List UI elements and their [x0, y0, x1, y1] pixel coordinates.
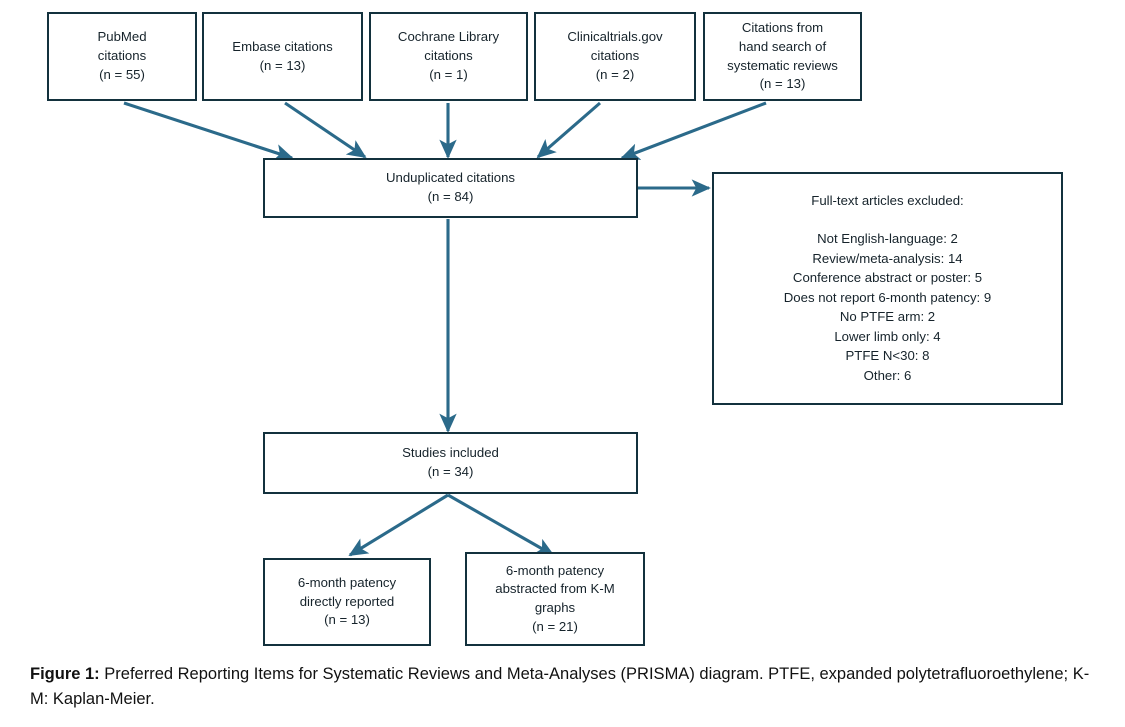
arrow-pubmed-to-unduplicated	[123, 101, 294, 161]
prisma-flow-diagram: PubMed citations (n = 55) Embase citatio…	[47, 12, 1063, 646]
excluded-reason: Lower limb only: 4	[834, 328, 941, 344]
excluded-reason: No PTFE arm: 2	[839, 309, 936, 325]
box-unduplicated-citations: Unduplicated citations (n = 84)	[263, 158, 638, 218]
box-source-embase: Embase citations (n = 13)	[202, 12, 363, 101]
excluded-reason-list: Not English-language: 2 Review/meta-anal…	[784, 229, 991, 385]
arrow-included-to-km-abstracted	[447, 493, 555, 557]
figure-caption: Figure 1: Preferred Reporting Items for …	[30, 662, 1096, 712]
arrow-embase-to-unduplicated	[284, 101, 367, 159]
excluded-reason: PTFE N<30: 8	[845, 348, 930, 364]
box-studies-included: Studies included (n = 34)	[263, 432, 638, 494]
box-source-pubmed: PubMed citations (n = 55)	[47, 12, 197, 101]
box-source-clinicaltrials-text: Clinicaltrials.gov citations (n = 2)	[567, 29, 663, 82]
excluded-reason: Does not report 6-month patency: 9	[783, 289, 992, 305]
box-source-cochrane: Cochrane Library citations (n = 1)	[369, 12, 528, 101]
box-source-clinicaltrials: Clinicaltrials.gov citations (n = 2)	[534, 12, 696, 101]
box-full-text-excluded: Full-text articles excluded: Not English…	[712, 172, 1063, 405]
excluded-title: Full-text articles excluded:	[811, 192, 964, 208]
arrow-clinicaltrials-to-unduplicated	[536, 101, 602, 159]
box-outcome-directly-reported: 6-month patency directly reported (n = 1…	[263, 558, 431, 646]
excluded-reason: Not English-language: 2	[817, 231, 958, 247]
excluded-reason: Conference abstract or poster: 5	[792, 270, 983, 286]
box-source-embase-text: Embase citations (n = 13)	[232, 38, 333, 73]
figure-label: Figure 1:	[30, 665, 100, 683]
box-outcome-directly-reported-text: 6-month patency directly reported (n = 1…	[297, 574, 397, 628]
figure-caption-text: Preferred Reporting Items for Systematic…	[30, 665, 1090, 708]
box-source-hand-search: Citations from hand search of systematic…	[703, 12, 862, 101]
box-source-pubmed-text: PubMed citations (n = 55)	[97, 29, 147, 82]
box-source-cochrane-text: Cochrane Library citations (n = 1)	[397, 29, 500, 82]
box-studies-included-text: Studies included (n = 34)	[402, 445, 499, 479]
arrow-handsearch-to-unduplicated	[620, 101, 767, 160]
arrow-included-to-directly-reported	[348, 493, 449, 557]
box-source-hand-search-text: Citations from hand search of systematic…	[727, 20, 838, 92]
box-unduplicated-citations-text: Unduplicated citations (n = 84)	[385, 170, 516, 204]
box-outcome-km-abstracted: 6-month patency abstracted from K-M grap…	[465, 552, 645, 646]
excluded-reason: Review/meta-analysis: 14	[812, 250, 963, 266]
box-outcome-km-abstracted-text: 6-month patency abstracted from K-M grap…	[495, 562, 615, 634]
excluded-reason: Other: 6	[863, 367, 912, 383]
